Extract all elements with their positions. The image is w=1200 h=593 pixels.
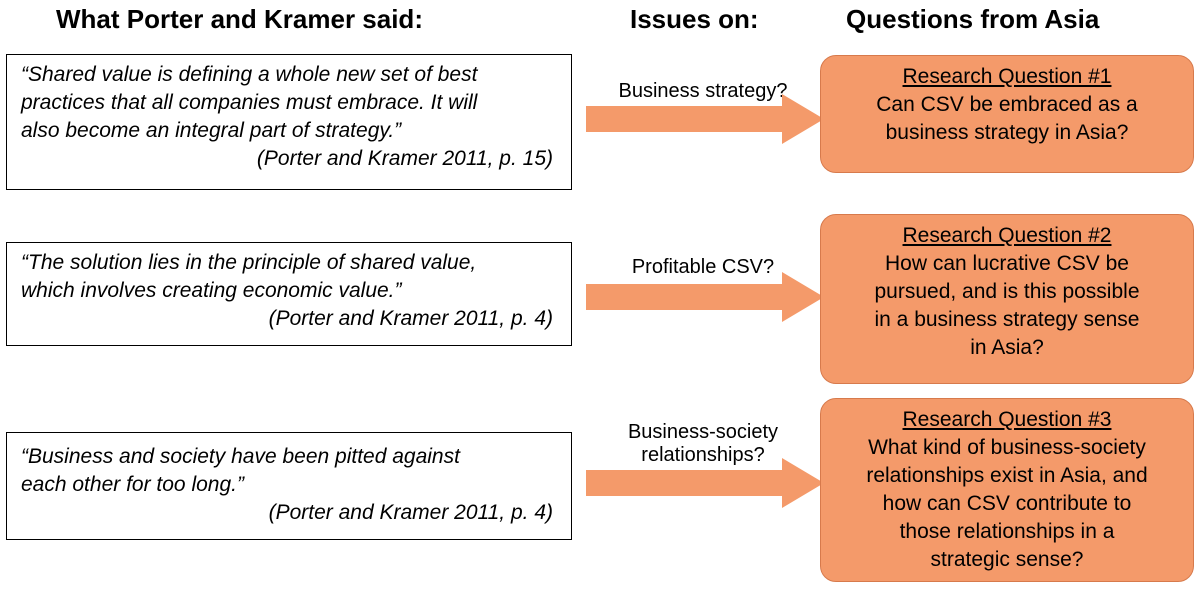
arrow-right-icon [586,272,824,322]
research-question-line: those relationships in a [899,520,1115,543]
quote-line: each other for too long.” [21,473,244,496]
issue-label-1: Business strategy? [586,80,820,103]
research-question-line: business strategy in Asia? [885,121,1129,144]
research-question-title: Research Question #1 [902,65,1112,88]
arrow-shape [586,458,824,508]
issue-line: relationships? [641,444,765,466]
quote-line: “Shared value is defining a whole new se… [21,63,478,86]
quote-line: “The solution lies in the principle of s… [21,251,477,274]
quote-box-1: “Shared value is defining a whole new se… [6,54,572,190]
issue-line: Business strategy? [618,80,788,102]
research-question-line: Can CSV be embraced as a [876,93,1138,116]
quote-citation: (Porter and Kramer 2011, p. 4) [268,501,553,524]
arrow-shape [586,94,824,144]
research-question-box-2: Research Question #2 How can lucrative C… [820,214,1194,384]
research-question-title: Research Question #3 [902,408,1112,431]
research-question-line: relationships exist in Asia, and [866,464,1148,487]
arrow-right-icon [586,458,824,508]
arrow-shape [586,272,824,322]
quote-line: practices that all companies must embrac… [21,91,478,114]
quote-line: which involves creating economic value.” [21,279,402,302]
issue-label-2: Profitable CSV? [586,256,820,279]
quote-box-3: “Business and society have been pitted a… [6,432,572,540]
quote-line: “Business and society have been pitted a… [21,445,460,468]
research-question-box-3: Research Question #3 What kind of busine… [820,398,1194,582]
issue-line: Business-society [627,421,779,443]
research-question-line: in a business strategy sense [874,308,1140,331]
research-question-line: What kind of business-society [868,436,1146,459]
issue-line: Profitable CSV? [631,256,775,278]
quote-box-2: “The solution lies in the principle of s… [6,242,572,346]
quote-line: also become an integral part of strategy… [21,119,402,142]
issue-label-3: Business-society relationships? [586,421,820,467]
quote-citation: (Porter and Kramer 2011, p. 4) [268,307,553,330]
arrow-right-icon [586,94,824,144]
research-question-line: pursued, and is this possible [874,280,1140,303]
research-question-line: how can CSV contribute to [882,492,1132,515]
research-question-line: strategic sense? [930,548,1084,571]
research-question-box-1: Research Question #1 Can CSV be embraced… [820,55,1194,173]
quote-citation: (Porter and Kramer 2011, p. 15) [256,147,553,170]
research-question-line: in Asia? [970,336,1044,359]
header-porter-kramer: What Porter and Kramer said: [56,4,423,34]
research-question-title: Research Question #2 [902,224,1112,247]
research-question-line: How can lucrative CSV be [885,252,1129,275]
header-issues: Issues on: [630,4,759,34]
header-questions-asia: Questions from Asia [846,4,1100,34]
